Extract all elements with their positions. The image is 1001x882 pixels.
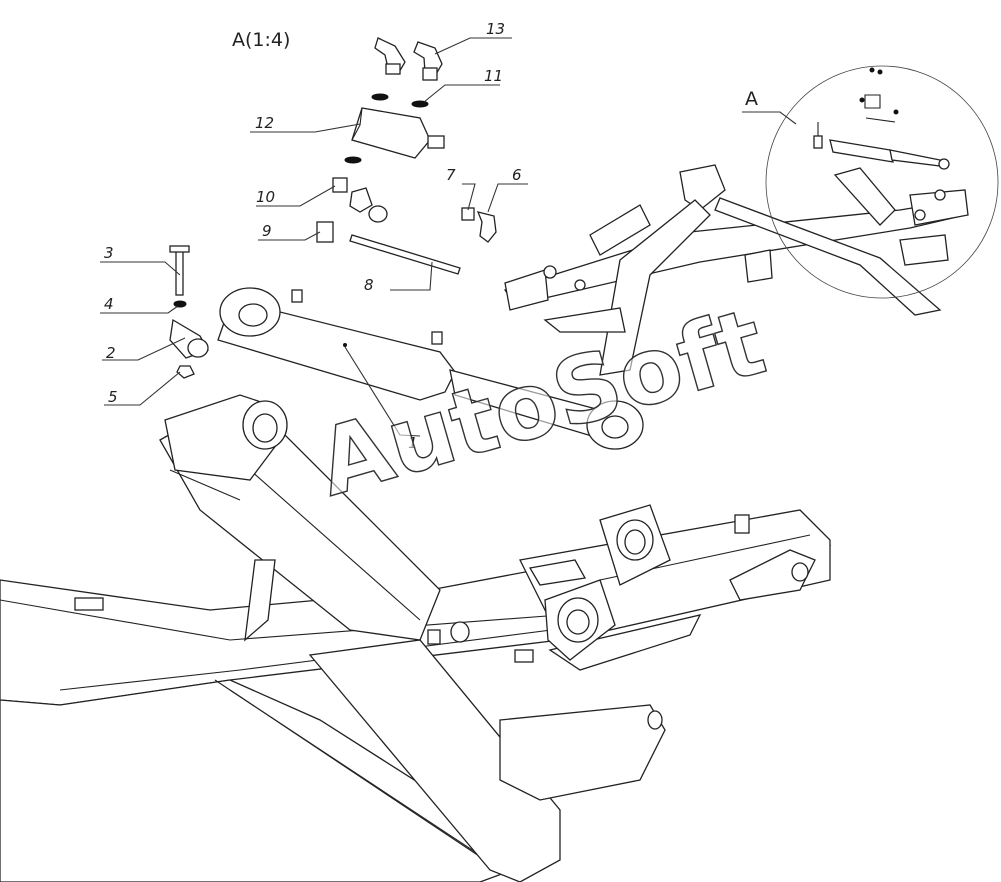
callout-2: 2: [106, 344, 116, 362]
pin-assembly: [169, 245, 209, 379]
callout-1: 1: [408, 434, 418, 452]
callout-10: 10: [256, 188, 275, 206]
callout-4: 4: [104, 295, 114, 313]
callout-6: 6: [512, 166, 522, 184]
callout-5: 5: [108, 388, 118, 406]
watermark: AutoSoft: [307, 288, 776, 517]
detail-callout-a: A: [745, 88, 758, 110]
callout-9: 9: [262, 222, 272, 240]
overview-frame: [503, 65, 999, 376]
callout-8: 8: [364, 276, 374, 294]
leader-lines: [100, 37, 797, 437]
valve-fittings: [316, 37, 497, 275]
callout-13: 13: [486, 20, 505, 38]
view-scale-label: A(1:4): [232, 29, 290, 51]
callout-3: 3: [104, 244, 114, 262]
hydraulic-cylinder: [217, 287, 644, 450]
main-frame: [0, 394, 832, 882]
callout-7: 7: [446, 166, 456, 184]
callout-11: 11: [484, 67, 503, 85]
callout-12: 12: [255, 114, 274, 132]
callout-labels: 1 2 3 4 5 6 7 8 9 10 11 12 13 A: [104, 20, 758, 452]
